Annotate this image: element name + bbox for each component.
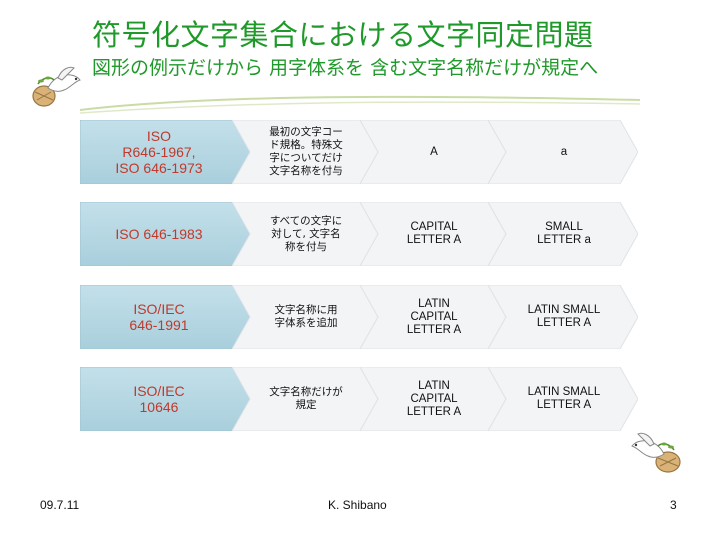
description-cell-text: 文字名称だけが規定 <box>252 367 360 431</box>
cell-text-line: CAPITAL <box>410 392 458 405</box>
cell-text-line: ISO <box>146 128 172 144</box>
chevron-arrow-shape-light <box>360 202 506 266</box>
description-cell: すべての文字に対して, 文字名称を付与 <box>232 202 378 266</box>
cell-text-line: 10646 <box>139 399 179 415</box>
cell-text-line: CAPITAL <box>410 221 458 233</box>
capital-letter-name-cell-text: A <box>380 120 488 184</box>
cell-text-line: ISO 646-1983 <box>115 226 203 242</box>
cell-text-line: 対して, 文字名 <box>271 227 341 240</box>
cell-text-line: LETTER a <box>537 234 591 246</box>
chevron-arrow-shape-light <box>360 367 506 431</box>
description-cell: 文字名称だけが規定 <box>232 367 378 431</box>
chevron-arrow-shape-light <box>232 202 378 266</box>
cell-text-line: ISO/IEC <box>133 301 185 317</box>
chevron-arrow-shape-light <box>232 120 378 184</box>
cell-text-line: CAPITAL <box>410 310 458 323</box>
chevron-arrow-shape-light <box>488 285 638 349</box>
chevron-arrow-shape-light <box>232 367 378 431</box>
cell-text-line: LETTER A <box>406 405 462 418</box>
dove-with-olive-basket-icon <box>631 432 681 473</box>
cell-text-line: a <box>560 145 568 158</box>
description-cell: 最初の文字コード規格。特殊文字についてだけ文字名称を付与 <box>232 120 378 184</box>
footer-page-number: 3 <box>670 498 677 512</box>
cell-text-line: SMALL <box>545 221 583 233</box>
cell-text-line: LATIN <box>418 297 450 310</box>
cell-text-line: ISO 646-1973 <box>115 160 203 176</box>
capital-letter-name-cell: A <box>360 120 506 184</box>
cell-text-line: 称を付与 <box>284 240 327 253</box>
cell-text-line: 文字名称だけが <box>269 386 343 398</box>
footer-date: 09.7.11 <box>40 498 80 512</box>
cell-text-line: LATIN SMALL <box>527 304 601 316</box>
cell-text-line: 文字名称を付与 <box>269 165 343 177</box>
slide-title: 符号化文字集合における文字同定問題 <box>92 18 594 52</box>
cell-text-line: LETTER A <box>536 317 592 329</box>
cell-text-line: R646-1967, <box>122 144 196 160</box>
cell-text-line: LATIN <box>418 379 450 392</box>
small-letter-name-cell: a <box>488 120 638 184</box>
cell-text-line: 規定 <box>295 399 317 411</box>
chevron-arrow-shape-light <box>360 285 506 349</box>
standard-name-cell-text: ISO 646-1983 <box>86 202 232 266</box>
cell-text-line: 646-1991 <box>129 317 189 333</box>
description-cell-text: すべての文字に対して, 文字名称を付与 <box>252 202 360 266</box>
small-letter-name-cell-text: a <box>508 120 620 184</box>
cell-text-line: LETTER A <box>406 323 462 336</box>
cell-text-line: 最初の文字コー <box>269 126 343 138</box>
cell-text-line: ド規格。特殊文 <box>269 139 343 151</box>
cell-text-line: LETTER A <box>406 234 462 246</box>
standard-name-cell: ISO 646-1983 <box>80 202 250 266</box>
description-cell-text: 最初の文字コード規格。特殊文字についてだけ文字名称を付与 <box>252 120 360 184</box>
cell-text-line: 字体系を追加 <box>274 317 338 329</box>
chevron-arrow-shape <box>80 285 250 349</box>
cell-text-line: LATIN SMALL <box>527 386 601 398</box>
chevron-arrow-shape <box>80 202 250 266</box>
slide-subtitle: 図形の例示だけから 用字体系を 含む文字名称だけが規定へ <box>92 57 599 79</box>
dove-with-olive-basket-icon <box>32 66 81 107</box>
chevron-arrow-shape <box>80 367 250 431</box>
cell-text-line: A <box>430 145 438 158</box>
chevron-arrow-shape-light <box>232 285 378 349</box>
cell-text-line: 字についてだけ <box>269 152 343 164</box>
description-cell: 文字名称に用字体系を追加 <box>232 285 378 349</box>
description-cell-text: 文字名称に用字体系を追加 <box>252 285 360 349</box>
chevron-arrow-shape-light <box>360 120 506 184</box>
decorative-divider <box>80 95 640 114</box>
chevron-arrow-shape <box>80 120 250 184</box>
cell-text-line: 文字名称に用 <box>274 304 338 316</box>
chevron-arrow-shape-light <box>488 367 638 431</box>
chevron-arrow-shape-light <box>488 202 638 266</box>
cell-text-line: すべての文字に <box>269 214 343 227</box>
chevron-arrow-shape-light <box>488 120 638 184</box>
cell-text-line: ISO/IEC <box>133 383 185 399</box>
footer-author: K. Shibano <box>328 498 387 512</box>
cell-text-line: LETTER A <box>536 399 592 411</box>
